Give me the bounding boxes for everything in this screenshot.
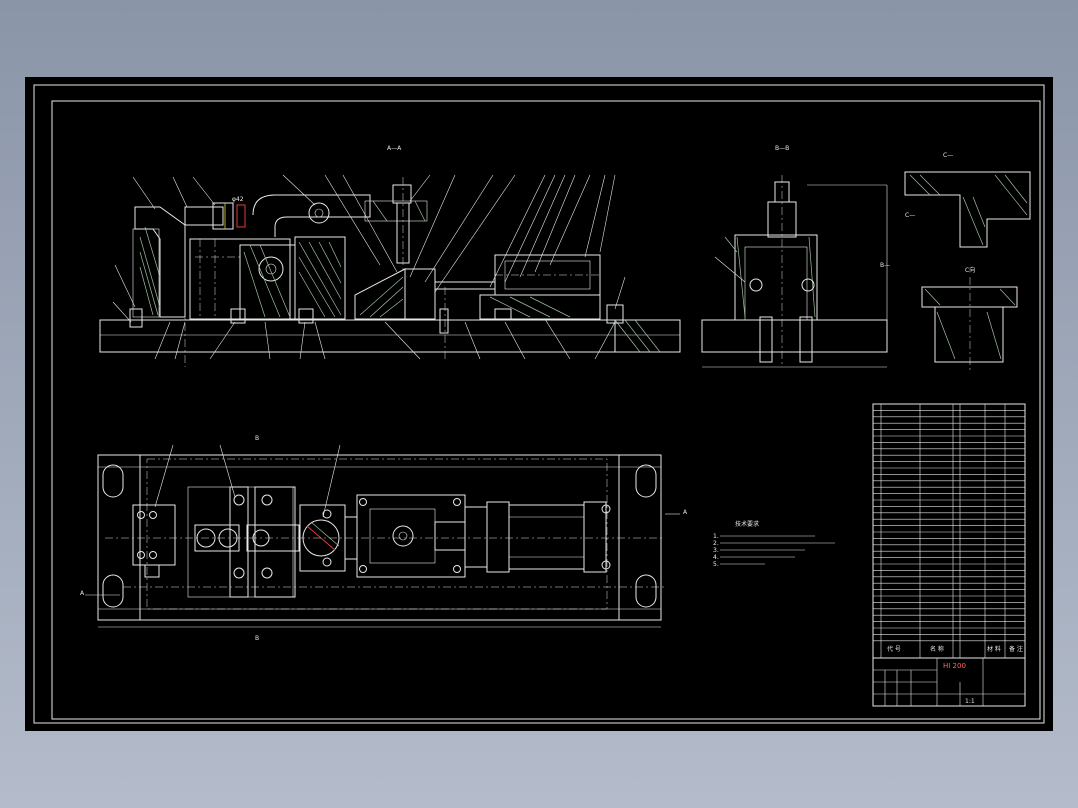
note-line-1: 1.	[713, 533, 719, 540]
title-block: HI 200 1:1	[872, 657, 1026, 707]
note-line-4: 4.	[713, 554, 719, 561]
detail-c-view: C— C— C向	[904, 152, 1031, 372]
detail-c-mark: C—	[905, 212, 915, 219]
parts-list: 代 号 名 称 材 料 备 注	[872, 403, 1026, 659]
col-code: 代 号	[887, 645, 901, 653]
plan-marker-a-left: A	[80, 590, 85, 597]
dim-right: B—	[880, 262, 890, 269]
note-line-3: 3.	[713, 547, 719, 554]
scale: 1:1	[965, 698, 975, 705]
plan-marker-a-right: A	[683, 509, 688, 516]
outer-border	[33, 84, 1045, 724]
drawing-sheet: A—A	[25, 77, 1053, 731]
spec-label: φ42	[232, 196, 244, 203]
plan-view: B B A A	[80, 435, 688, 642]
detail-c2-label: C向	[965, 266, 975, 274]
drawing-number: HI 200	[943, 662, 966, 670]
section-aa-view: A—A	[99, 145, 681, 367]
plan-marker-b-top: B	[255, 435, 259, 442]
notes-heading: 技术要求	[735, 520, 759, 528]
detail-c-label: C—	[943, 152, 953, 159]
col-material: 材 料	[987, 645, 1001, 653]
note-line-2: 2.	[713, 540, 719, 547]
plan-marker-b-bottom: B	[255, 635, 259, 642]
note-line-5: 5.	[713, 561, 719, 568]
technical-notes: 技术要求 1. 2. 3. 4. 5.	[713, 520, 835, 568]
section-bb-label: B—B	[775, 145, 789, 152]
col-name: 名 称	[930, 645, 944, 653]
inner-border	[51, 100, 1041, 720]
col-remark: 备 注	[1009, 645, 1023, 653]
section-aa-label: A—A	[387, 145, 402, 152]
section-bb-view: B—B B—	[701, 145, 890, 368]
